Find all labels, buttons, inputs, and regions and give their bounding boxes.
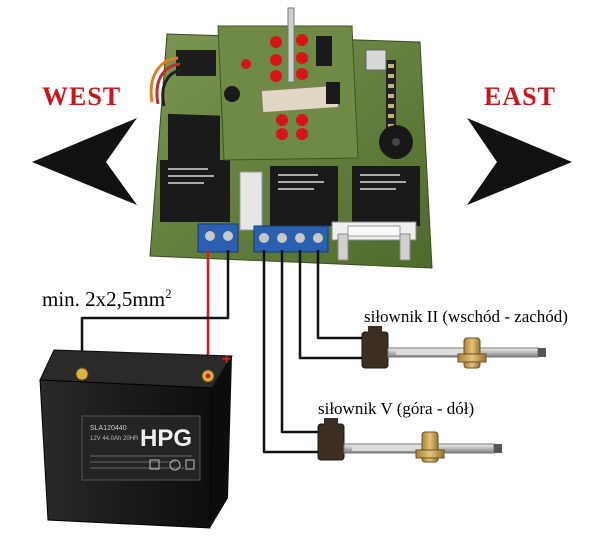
potentiometer <box>365 49 387 71</box>
wire-actuator-2-a <box>298 250 362 360</box>
actuator-2-label: siłownik II (wschód - zachód) <box>364 307 568 326</box>
battery-negative-terminal <box>75 367 89 381</box>
actuator-5-bracket <box>415 431 445 463</box>
actuator-5 <box>317 418 502 463</box>
battery-plus-sign: + <box>222 351 231 368</box>
fuse-holder <box>331 221 417 261</box>
cable-label-main: min. 2x2,5mm <box>42 287 165 311</box>
led-array <box>241 34 308 140</box>
battery-spec: 12V 44.0Ah 20HR <box>90 436 139 442</box>
wire-actuator-5-b <box>280 250 318 434</box>
west-label: WEST <box>42 82 121 111</box>
cable-label-superscript: 2 <box>165 286 172 301</box>
wire-negative <box>80 250 230 372</box>
terminal-block-actuators <box>253 225 329 253</box>
actuator-2 <box>361 326 546 369</box>
actuator-5-label: siłownik V (góra - dół) <box>318 399 474 418</box>
wire-actuator-5-a <box>262 250 318 454</box>
battery-certification-icons <box>149 459 195 471</box>
east-arrow-icon <box>467 118 572 205</box>
wire-actuator-2-b <box>316 250 362 340</box>
west-arrow-icon <box>32 118 137 205</box>
controller-board <box>149 7 433 269</box>
wires <box>80 250 362 454</box>
battery: + SLA120440 12V 44.0Ah 20HR HPG <box>39 349 233 529</box>
cable-label: min. 2x2,5mm2 <box>42 286 172 311</box>
east-label: EAST <box>484 82 556 111</box>
led-daughter-board <box>217 7 359 161</box>
white-connector <box>239 171 263 231</box>
actuator-2-bracket <box>457 337 487 369</box>
terminal-block-power <box>197 223 239 253</box>
relays <box>160 113 420 226</box>
battery-model: SLA120440 <box>90 425 127 432</box>
battery-brand: HPG <box>140 425 192 452</box>
ribbon-connector <box>149 50 216 107</box>
